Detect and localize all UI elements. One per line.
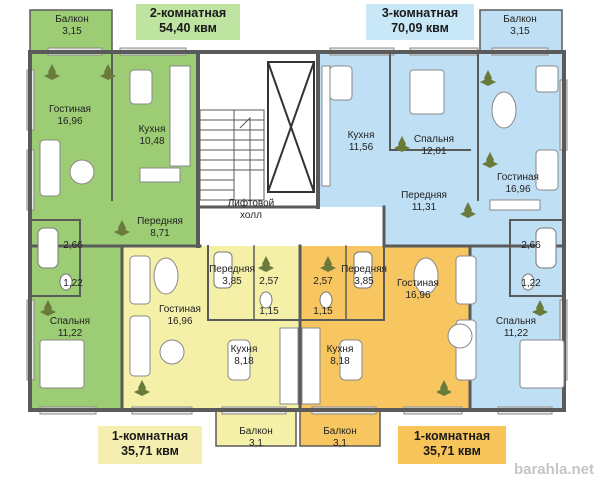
room-label-wc: 1,15 — [308, 306, 338, 318]
room-area: 3,1 — [333, 438, 347, 449]
apartment-tag-1room-left: 1-комнатная 35,71 квм — [98, 429, 202, 459]
apartment-area: 35,71 квм — [121, 444, 179, 458]
room-area: 16,96 — [505, 184, 531, 195]
room-name: Кухня — [347, 130, 375, 141]
room-label-wc: 1,22 — [58, 278, 88, 290]
room-name: Передняя — [137, 216, 183, 227]
room-area: 11,31 — [411, 202, 437, 213]
room-name: Гостиная — [159, 304, 201, 315]
apartment-title: 1-комнатная — [111, 429, 189, 443]
room-area: 2,66 — [521, 240, 541, 251]
room-name: Кухня — [230, 344, 258, 355]
room-label-balcony: Балкон 3,15 — [488, 14, 552, 38]
room-label-balcony: Балкон 3,1 — [308, 426, 372, 450]
room-name: Передняя — [401, 190, 447, 201]
room-area: 12,01 — [421, 146, 447, 157]
room-label-bathroom: 2,57 — [254, 276, 284, 288]
room-label-bedroom: Спальня 12,01 — [406, 134, 462, 158]
room-label-kitchen: Кухня 11,56 — [336, 130, 386, 154]
apartment-title: 3-комнатная — [381, 6, 459, 20]
room-label-kitchen: Кухня 10,48 — [124, 124, 180, 148]
apartment-area: 70,09 квм — [391, 21, 449, 35]
apartment-tag-1room-right: 1-комнатная 35,71 квм — [398, 429, 506, 459]
room-area: 10,48 — [139, 136, 165, 147]
room-label-living: Гостиная 16,96 — [150, 304, 210, 328]
room-area: 16,96 — [405, 290, 431, 301]
room-name: Передняя — [341, 264, 387, 275]
room-label-hall: Передняя 3,85 — [336, 264, 392, 288]
room-area: 2,57 — [313, 276, 333, 287]
room-label-bathroom: 2,66 — [58, 240, 88, 252]
room-name: Спальня — [495, 316, 537, 327]
room-label-living: Гостиная 16,96 — [488, 172, 548, 196]
room-label-bedroom: Спальня 11,22 — [488, 316, 544, 340]
room-label-wc: 1,22 — [516, 278, 546, 290]
room-label-kitchen: Кухня 8,18 — [318, 344, 362, 368]
room-area: 8,71 — [150, 228, 170, 239]
room-area: 16,96 — [167, 316, 193, 327]
room-area: 16,96 — [57, 116, 83, 127]
room-area: 8,18 — [330, 356, 350, 367]
elevator-shaft — [267, 61, 315, 193]
room-label-hall: Передняя 3,85 — [204, 264, 260, 288]
apartment-title: 2-комнатная — [149, 6, 227, 20]
room-name: Балкон — [239, 426, 273, 437]
room-label-bathroom: 2,57 — [308, 276, 338, 288]
room-label-bathroom: 2,66 — [516, 240, 546, 252]
stairwell — [199, 109, 265, 201]
room-area: 1,15 — [313, 306, 333, 317]
apartment-tag-3room: 3-комнатная 70,09 квм — [366, 6, 474, 36]
room-label-lift-hall: Лифтовой холл — [216, 198, 286, 222]
room-name: Гостиная — [397, 278, 439, 289]
room-label-wc: 1,15 — [254, 306, 284, 318]
room-area: 3,85 — [222, 276, 242, 287]
room-name: Спальня — [413, 134, 455, 145]
room-name: Кухня — [138, 124, 166, 135]
bathroom-fixtures — [37, 227, 557, 309]
room-area: 11,22 — [503, 328, 529, 339]
room-label-hall: Передняя 11,31 — [394, 190, 454, 214]
room-label-hall: Передняя 8,71 — [132, 216, 188, 240]
room-name: Кухня — [326, 344, 354, 355]
room-area: 3,15 — [62, 26, 82, 37]
room-name: Передняя — [209, 264, 255, 275]
apartment-tags — [98, 4, 506, 464]
plant-icons — [40, 64, 548, 396]
apartment-tag-2room: 2-комнатная 54,40 квм — [136, 6, 240, 36]
room-label-balcony: Балкон 3,15 — [40, 14, 104, 38]
room-label-living: Гостиная 16,96 — [388, 278, 448, 302]
room-area: 3,1 — [249, 438, 263, 449]
room-area: 11,22 — [57, 328, 83, 339]
room-label-kitchen: Кухня 8,18 — [222, 344, 266, 368]
room-label-balcony: Балкон 3,1 — [224, 426, 288, 450]
room-name: Спальня — [49, 316, 91, 327]
room-name: Гостиная — [497, 172, 539, 183]
room-area: 2,66 — [63, 240, 83, 251]
room-area: 3,85 — [354, 276, 374, 287]
room-area: 2,57 — [259, 276, 279, 287]
room-name: Балкон — [503, 14, 537, 25]
apartment-1room-left-area — [122, 246, 300, 446]
room-name: Балкон — [55, 14, 89, 25]
room-name: Балкон — [323, 426, 357, 437]
room-area: 1,22 — [521, 278, 541, 289]
apartment-area: 35,71 квм — [423, 444, 481, 458]
room-area: 3,15 — [510, 26, 530, 37]
walls — [28, 9, 566, 447]
room-label-living: Гостиная 16,96 — [40, 104, 100, 128]
room-label-bedroom: Спальня 11,22 — [42, 316, 98, 340]
watermark: barahla.net — [513, 461, 594, 478]
room-area: 1,15 — [259, 306, 279, 317]
room-name: Гостиная — [49, 104, 91, 115]
room-name-line2: холл — [240, 210, 262, 221]
room-area: 11,56 — [348, 142, 374, 153]
furniture — [39, 65, 565, 405]
apartment-area: 54,40 квм — [159, 21, 217, 35]
room-name: Лифтовой — [227, 198, 275, 209]
room-area: 8,18 — [234, 356, 254, 367]
apartment-title: 1-комнатная — [413, 429, 491, 443]
room-area: 1,22 — [63, 278, 83, 289]
